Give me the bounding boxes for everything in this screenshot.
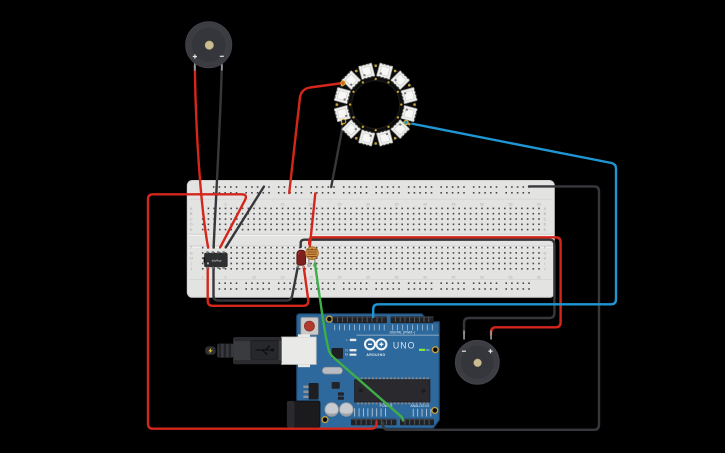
svg-text:45: 45 [452,275,456,279]
svg-text:15: 15 [281,275,285,279]
svg-text:C: C [190,217,193,221]
svg-text:ANALOG IN: ANALOG IN [410,404,429,408]
svg-text:ON: ON [425,348,429,352]
svg-text:30: 30 [366,275,370,279]
svg-text:I: I [191,262,192,266]
svg-text:G: G [190,251,193,255]
svg-text:J: J [544,267,546,271]
svg-text:25: 25 [338,202,342,206]
svg-text:I: I [544,262,545,266]
svg-text:F: F [544,246,546,250]
svg-text:A: A [190,207,193,211]
svg-text:60: 60 [537,202,541,206]
svg-text:L: L [347,339,349,342]
svg-text:D: D [190,223,193,227]
svg-text:POWER: POWER [380,404,393,408]
svg-text:10: 10 [252,275,256,279]
svg-text:B: B [190,212,193,216]
svg-text:20: 20 [309,275,313,279]
svg-text:D: D [544,223,547,227]
svg-text:E: E [544,228,547,232]
svg-text:40: 40 [423,202,427,206]
svg-text:DIGITAL (PWM~): DIGITAL (PWM~) [390,331,416,335]
svg-text:20: 20 [309,202,313,206]
svg-text:50: 50 [480,275,484,279]
svg-text:H: H [544,257,547,261]
svg-text:ARDUINO: ARDUINO [366,353,385,357]
svg-text:UNO: UNO [393,340,416,350]
svg-text:5: 5 [225,202,227,206]
svg-text:5: 5 [225,275,227,279]
svg-text:30: 30 [366,202,370,206]
svg-text:55: 55 [509,202,513,206]
svg-text:1: 1 [202,275,204,279]
svg-text:35: 35 [395,202,399,206]
svg-text:35: 35 [395,275,399,279]
svg-text:15: 15 [281,202,285,206]
svg-text:RX: RX [345,354,349,357]
svg-text:J: J [190,267,192,271]
svg-text:C: C [544,217,547,221]
svg-text:F: F [190,246,192,250]
svg-text:H: H [190,257,193,261]
svg-text:60: 60 [537,275,541,279]
svg-text:TX: TX [345,349,348,352]
svg-text:afg4lqp: afg4lqp [212,259,222,263]
svg-text:G: G [543,251,546,255]
svg-text:25: 25 [338,275,342,279]
svg-text:B: B [544,212,547,216]
svg-text:40: 40 [423,275,427,279]
svg-text:50: 50 [480,202,484,206]
svg-text:45: 45 [452,202,456,206]
svg-text:A: A [544,207,547,211]
svg-text:55: 55 [509,275,513,279]
svg-text:E: E [190,228,193,232]
